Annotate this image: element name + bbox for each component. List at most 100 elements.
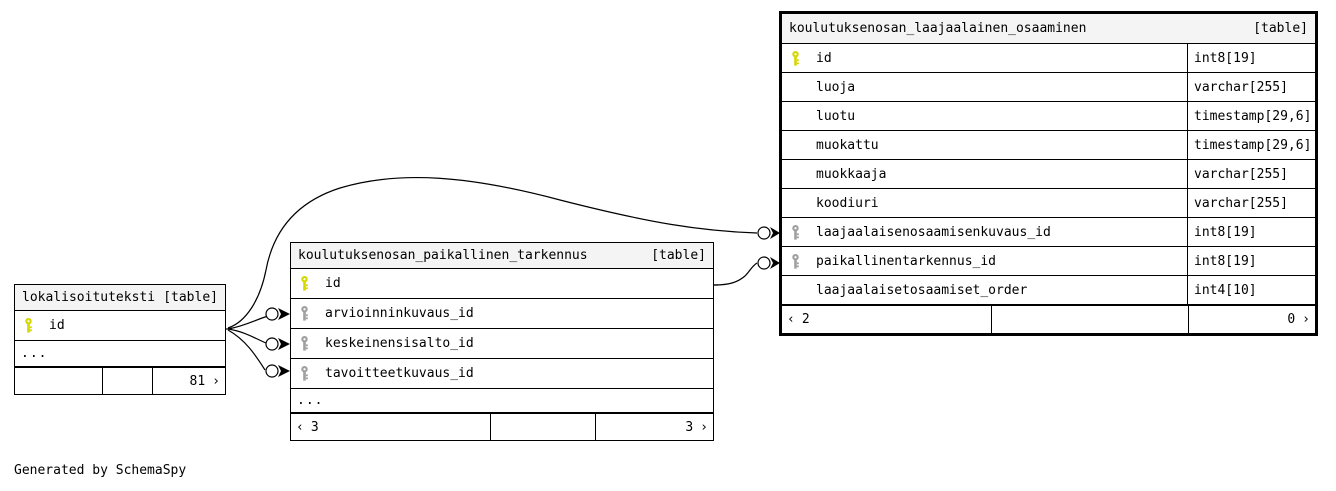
table-row[interactable]: luotu timestamp[29,6] bbox=[782, 102, 1315, 131]
primary-key-icon bbox=[788, 44, 802, 72]
footer-child-count[interactable]: 81 › bbox=[153, 368, 225, 394]
footer-child-count[interactable]: 3 › bbox=[596, 414, 713, 440]
table-card-lokalisoituteksti[interactable]: lokalisoituteksti [table] id ... bbox=[14, 284, 226, 395]
table-row[interactable]: id int8[19] bbox=[782, 44, 1315, 73]
chevron-right-icon: › bbox=[700, 419, 708, 435]
column-type: varchar[255] bbox=[1194, 166, 1288, 182]
cardinality-circle bbox=[757, 256, 771, 270]
column-type: varchar[255] bbox=[1194, 79, 1288, 95]
chevron-left-icon: ‹ bbox=[296, 419, 304, 435]
column-type-cell: int8[19] bbox=[1187, 247, 1315, 275]
table-type-tag: [table] bbox=[651, 248, 706, 263]
table-title: lokalisoituteksti bbox=[22, 290, 156, 305]
column-name: laajaalaisetosaamiset_order bbox=[816, 282, 1028, 298]
no-key-slot bbox=[788, 276, 802, 304]
table-row[interactable]: muokattu timestamp[29,6] bbox=[782, 131, 1315, 160]
crowsfoot-arrow bbox=[278, 338, 290, 350]
column-type-cell: int4[10] bbox=[1187, 276, 1315, 304]
column-name: id bbox=[325, 276, 341, 291]
column-name: luoja bbox=[816, 79, 856, 95]
foreign-key-icon bbox=[297, 329, 311, 358]
table-row[interactable]: laajaalaisenosaamisenkuvaus_id int8[19] bbox=[782, 218, 1315, 247]
table-header: koulutuksenosan_laajaalainen_osaaminen [… bbox=[782, 14, 1315, 44]
chevron-left-icon: ‹ bbox=[787, 312, 795, 327]
relationship-line-lokalisoituteksti-keskeinensisalto bbox=[227, 328, 267, 344]
table-row[interactable]: laajaalaisetosaamiset_order int4[10] bbox=[782, 276, 1315, 305]
cardinality-circle bbox=[757, 226, 771, 240]
column-type-cell: timestamp[29,6] bbox=[1187, 102, 1315, 130]
no-key-slot bbox=[788, 160, 802, 188]
footer-left-value: 2 bbox=[801, 312, 810, 327]
no-key-slot bbox=[788, 102, 802, 130]
column-name: luotu bbox=[816, 108, 856, 124]
column-name-cell: luoja bbox=[782, 73, 1187, 101]
cardinality-circle bbox=[265, 307, 279, 321]
column-name: koodiuri bbox=[816, 195, 879, 211]
column-name-cell: luotu bbox=[782, 102, 1187, 130]
table-header: lokalisoituteksti [table] bbox=[15, 285, 225, 311]
table-row[interactable]: tavoitteetkuvaus_id bbox=[291, 359, 713, 389]
table-type-tag: [table] bbox=[1253, 21, 1308, 36]
relationship-line-lokalisoituteksti-arvioinninkuvaus bbox=[227, 315, 269, 330]
column-name: muokattu bbox=[816, 137, 879, 153]
table-title: koulutuksenosan_paikallinen_tarkennus bbox=[298, 248, 588, 263]
column-name-cell: keskeinensisalto_id bbox=[291, 329, 713, 358]
column-name-cell: id bbox=[15, 311, 225, 340]
relationship-line-lokalisoituteksti-tavoitteetkuvaus bbox=[227, 329, 266, 371]
more-columns-indicator[interactable]: ... bbox=[291, 389, 713, 413]
footer-parent-count[interactable]: ‹ 3 bbox=[291, 414, 491, 440]
column-type: int4[10] bbox=[1194, 282, 1257, 298]
foreign-key-icon bbox=[297, 359, 311, 388]
column-name: id bbox=[816, 50, 832, 66]
column-name: muokkaaja bbox=[816, 166, 887, 182]
column-type-cell: timestamp[29,6] bbox=[1187, 131, 1315, 159]
table-header: koulutuksenosan_paikallinen_tarkennus [t… bbox=[291, 243, 713, 269]
cardinality-circle bbox=[265, 364, 279, 378]
column-name-cell: koodiuri bbox=[782, 189, 1187, 217]
column-name: keskeinensisalto_id bbox=[325, 336, 474, 351]
column-type: int8[19] bbox=[1194, 253, 1257, 269]
table-type-tag: [table] bbox=[163, 290, 218, 305]
footer-child-count[interactable]: 0 › bbox=[1189, 306, 1315, 333]
chevron-right-icon: › bbox=[212, 373, 220, 389]
column-name-cell: laajaalaisetosaamiset_order bbox=[782, 276, 1187, 304]
table-footer: ‹ 2 0 › bbox=[782, 305, 1315, 333]
table-row[interactable]: paikallinentarkennus_id int8[19] bbox=[782, 247, 1315, 276]
table-footer: 81 › bbox=[15, 367, 225, 394]
footer-spacer bbox=[103, 368, 153, 394]
footer-parent-count[interactable]: ‹ 2 bbox=[782, 306, 992, 333]
column-name: id bbox=[49, 318, 65, 333]
column-name: arvioinninkuvaus_id bbox=[325, 306, 474, 321]
table-card-koulutuksenosan-paikallinen-tarkennus[interactable]: koulutuksenosan_paikallinen_tarkennus [t… bbox=[290, 242, 714, 441]
relationship-line-paikallinentarkennus bbox=[713, 262, 758, 286]
column-name-cell: muokkaaja bbox=[782, 160, 1187, 188]
column-type: timestamp[29,6] bbox=[1194, 108, 1312, 124]
no-key-slot bbox=[788, 131, 802, 159]
table-row[interactable]: id bbox=[291, 269, 713, 299]
footer-parent-count[interactable] bbox=[15, 368, 103, 394]
generator-credit: Generated by SchemaSpy bbox=[14, 463, 187, 478]
ellipsis-label: ... bbox=[21, 346, 48, 361]
more-columns-indicator[interactable]: ... bbox=[15, 341, 225, 367]
table-row[interactable]: luoja varchar[255] bbox=[782, 73, 1315, 102]
cardinality-circle bbox=[265, 337, 279, 351]
table-row[interactable]: muokkaaja varchar[255] bbox=[782, 160, 1315, 189]
column-type-cell: int8[19] bbox=[1187, 44, 1315, 72]
footer-spacer bbox=[992, 306, 1189, 333]
crowsfoot-arrow bbox=[278, 308, 290, 320]
table-title: koulutuksenosan_laajaalainen_osaaminen bbox=[789, 21, 1087, 36]
foreign-key-icon bbox=[788, 218, 802, 246]
column-type-cell: varchar[255] bbox=[1187, 73, 1315, 101]
footer-spacer bbox=[491, 414, 596, 440]
table-row[interactable]: keskeinensisalto_id bbox=[291, 329, 713, 359]
column-type: int8[19] bbox=[1194, 224, 1257, 240]
table-footer: ‹ 3 3 › bbox=[291, 413, 713, 440]
table-row[interactable]: arvioinninkuvaus_id bbox=[291, 299, 713, 329]
table-card-koulutuksenosan-laajaalainen-osaaminen[interactable]: koulutuksenosan_laajaalainen_osaaminen [… bbox=[779, 11, 1318, 336]
no-key-slot bbox=[788, 189, 802, 217]
table-row[interactable]: koodiuri varchar[255] bbox=[782, 189, 1315, 218]
table-row[interactable]: id bbox=[15, 311, 225, 341]
footer-left-value: 3 bbox=[310, 419, 319, 435]
column-type: timestamp[29,6] bbox=[1194, 137, 1312, 153]
